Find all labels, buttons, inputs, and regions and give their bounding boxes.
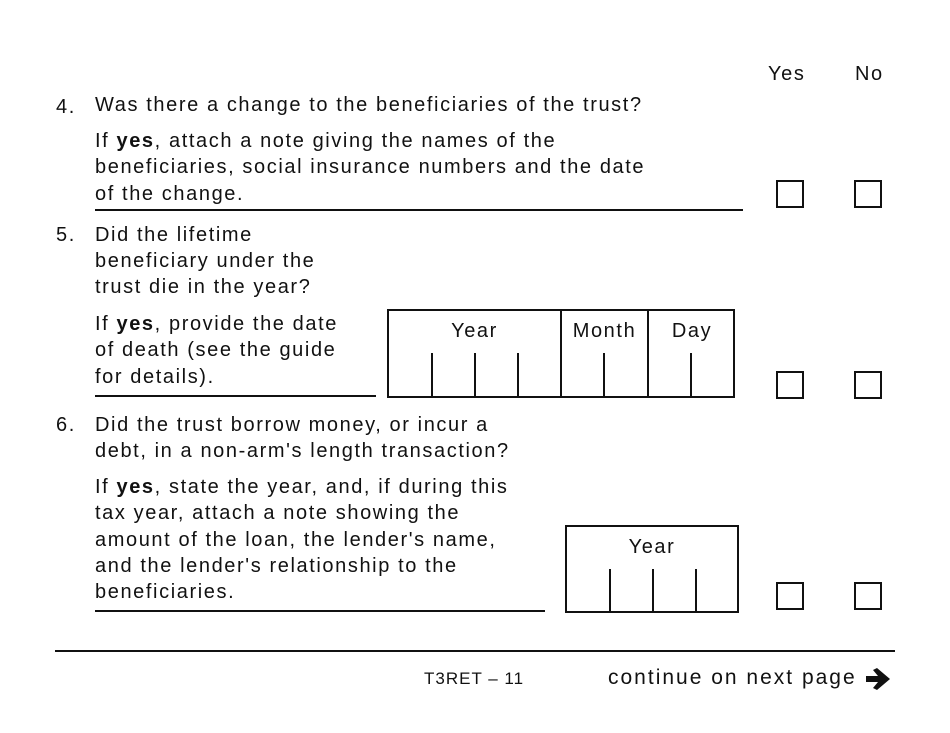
q4-no-checkbox[interactable] (854, 180, 882, 208)
question-number: 6. (56, 414, 76, 436)
digit-tick (690, 353, 692, 396)
digit-tick (695, 569, 697, 611)
digit-tick (603, 353, 605, 396)
q4-yes-checkbox[interactable] (776, 180, 804, 208)
question-line-1: Did the trust borrow money, or incur a (95, 414, 489, 436)
question-number: 5. (56, 224, 76, 246)
year-label: Year (451, 320, 498, 342)
q5-yes-checkbox[interactable] (776, 371, 804, 399)
digit-tick (652, 569, 654, 611)
question-line-2: debt, in a non-arm's length transaction? (95, 440, 510, 462)
no-column-header: No (855, 63, 884, 85)
date-of-death-field[interactable]: Year Month Day (387, 309, 735, 398)
instruction-line-1: If yes, provide the date (95, 313, 339, 335)
answer-underline (95, 610, 545, 612)
q5-no-checkbox[interactable] (854, 371, 882, 399)
instruction-line-3: of the change. (95, 183, 245, 205)
digit-tick (474, 353, 476, 396)
day-label: Day (671, 320, 713, 342)
instruction-line-5: beneficiaries. (95, 581, 236, 603)
q6-no-checkbox[interactable] (854, 582, 882, 610)
question-number: 4. (56, 96, 76, 118)
instruction-line-2: beneficiaries, social insurance numbers … (95, 156, 646, 178)
footer-divider (55, 650, 895, 652)
question-line-3: trust die in the year? (95, 276, 312, 298)
year-label: Year (628, 536, 676, 558)
instruction-line-1: If yes, attach a note giving the names o… (95, 130, 557, 152)
instruction-line-3: for details). (95, 366, 215, 388)
question-text: Was there a change to the beneficiaries … (95, 94, 643, 116)
q6-yes-checkbox[interactable] (776, 582, 804, 610)
answer-underline (95, 395, 376, 397)
digit-tick (517, 353, 519, 396)
question-line-2: beneficiary under the (95, 250, 316, 272)
continue-next-page-link[interactable]: continue on next page (608, 666, 857, 690)
instruction-line-2: of death (see the guide (95, 339, 337, 361)
digit-tick (609, 569, 611, 611)
right-arrow-icon (866, 668, 890, 690)
form-page-code: T3RET – 11 (424, 669, 525, 688)
instruction-line-2: tax year, attach a note showing the (95, 502, 461, 524)
yes-column-header: Yes (768, 63, 806, 85)
continue-text: continue on next page (608, 666, 857, 689)
month-label: Month (572, 320, 637, 342)
divider (560, 311, 562, 396)
instruction-line-4: and the lender's relationship to the (95, 555, 458, 577)
question-line-1: Did the lifetime (95, 224, 253, 246)
digit-tick (431, 353, 433, 396)
loan-year-field[interactable]: Year (565, 525, 739, 613)
instruction-line-1: If yes, state the year, and, if during t… (95, 476, 509, 498)
answer-underline (95, 209, 743, 211)
instruction-line-3: amount of the loan, the lender's name, (95, 529, 497, 551)
divider (647, 311, 649, 396)
